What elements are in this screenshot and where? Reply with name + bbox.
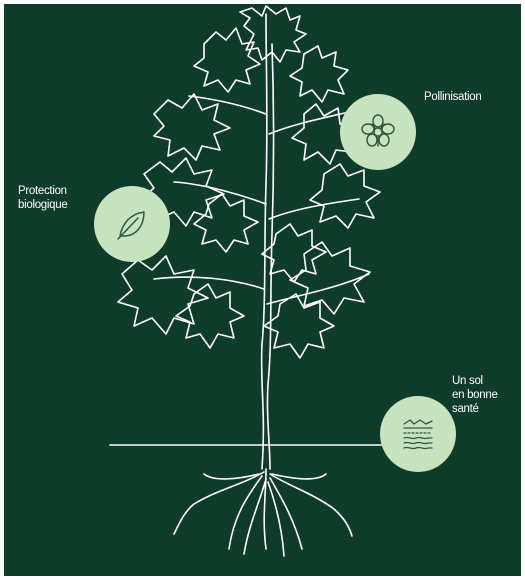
pollination-badge — [340, 94, 416, 170]
protection-badge — [94, 186, 170, 262]
leaf-icon — [114, 206, 150, 242]
leaf-top — [240, 6, 306, 62]
soil-badge — [380, 396, 456, 472]
leaf-top-right — [290, 46, 348, 102]
leaf-low-center-left — [176, 284, 244, 348]
soil-layers-icon — [398, 414, 438, 454]
branch-right-upper — [269, 112, 349, 134]
main-stem — [262, 14, 267, 469]
soil-label: Un sol en bonne santé — [452, 374, 498, 416]
root-8 — [272, 474, 326, 479]
protection-label: Protection biologique — [18, 184, 67, 212]
root-4 — [270, 474, 352, 536]
orchid-bee-icon — [358, 112, 398, 152]
root-2 — [229, 476, 262, 549]
infographic-frame: Pollinisation Protection biologique Un s… — [4, 4, 521, 576]
leaf-low-center-right — [264, 294, 334, 358]
branch-left-upper — [189, 96, 266, 114]
root-6 — [268, 482, 284, 556]
leaf-top-left — [194, 28, 260, 92]
pollination-label: Pollinisation — [424, 90, 481, 104]
leaf-center-left — [194, 194, 258, 252]
leaf-mid-right — [310, 164, 380, 228]
leaf-upper-left — [154, 94, 230, 160]
root-3 — [244, 479, 266, 554]
